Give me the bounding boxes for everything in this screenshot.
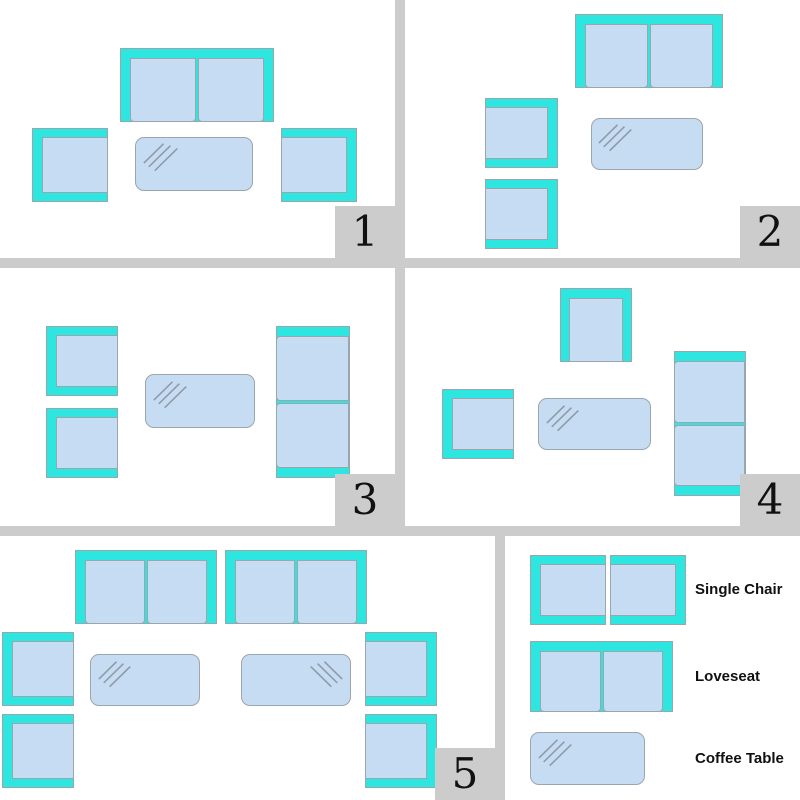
loveseat[interactable] xyxy=(75,550,217,624)
glass-glint-icon xyxy=(546,405,579,432)
chair-cushion xyxy=(42,137,108,193)
coffee-table[interactable] xyxy=(591,118,703,170)
loveseat[interactable] xyxy=(120,48,274,122)
legend-row-loveseat: Loveseat xyxy=(505,636,800,716)
single-chair[interactable] xyxy=(485,98,558,168)
single-chair[interactable] xyxy=(46,408,118,478)
loveseat-cushion xyxy=(674,424,745,486)
panel-number-badge: 1 xyxy=(335,206,395,258)
glass-glint-icon xyxy=(310,661,343,688)
legend-row-single-chair: Single Chair xyxy=(505,536,800,625)
panel-number-badge: 3 xyxy=(335,474,395,526)
panel-number-badge: 4 xyxy=(740,474,800,526)
chair-cushion xyxy=(365,641,427,697)
legend-label-coffee-table: Coffee Table xyxy=(695,750,784,767)
loveseat[interactable] xyxy=(276,326,350,478)
coffee-table[interactable] xyxy=(135,137,253,191)
chair-cushion xyxy=(12,723,74,779)
loveseat-cushion xyxy=(235,560,295,624)
loveseat-cushion xyxy=(198,58,264,122)
loveseat-cushion xyxy=(585,24,648,88)
coffee-table[interactable] xyxy=(538,398,651,450)
glass-glint-icon xyxy=(538,739,572,767)
glass-glint-icon xyxy=(153,381,187,409)
single-chair[interactable] xyxy=(46,326,118,396)
glass-glint-icon xyxy=(98,661,131,688)
loveseat-cushion xyxy=(85,560,145,624)
single-chair[interactable] xyxy=(281,128,357,202)
loveseat-cushion xyxy=(650,24,713,88)
chair-cushion xyxy=(12,641,74,697)
loveseat[interactable] xyxy=(575,14,723,88)
glass-glint-icon xyxy=(598,124,632,152)
coffee-table[interactable] xyxy=(90,654,200,706)
panel-3: 3 xyxy=(0,268,395,526)
loveseat-cushion xyxy=(147,560,207,624)
loveseat[interactable] xyxy=(674,351,746,496)
legend-panel: Single Chair Loveseat Coffee Table xyxy=(505,536,800,800)
loveseat-cushion xyxy=(297,560,357,624)
chair-cushion xyxy=(281,137,347,193)
single-chair[interactable] xyxy=(530,555,606,625)
single-chair[interactable] xyxy=(365,714,437,788)
single-chair[interactable] xyxy=(560,288,632,362)
loveseat-cushion xyxy=(540,651,601,712)
panel-4: 4 xyxy=(405,268,800,526)
single-chair[interactable] xyxy=(485,179,558,249)
single-chair[interactable] xyxy=(442,389,514,459)
single-chair[interactable] xyxy=(2,632,74,706)
loveseat[interactable] xyxy=(530,641,673,712)
chair-cushion xyxy=(365,723,427,779)
chair-cushion xyxy=(56,335,118,387)
legend-label-loveseat: Loveseat xyxy=(695,668,761,685)
coffee-table[interactable] xyxy=(530,732,645,785)
panel-1: 1 xyxy=(0,0,395,258)
single-chair[interactable] xyxy=(365,632,437,706)
single-chair[interactable] xyxy=(610,555,686,625)
coffee-table[interactable] xyxy=(145,374,255,428)
single-chair[interactable] xyxy=(2,714,74,788)
panel-5: 5 xyxy=(0,536,495,800)
single-chair[interactable] xyxy=(32,128,108,202)
legend-row-coffee-table: Coffee Table xyxy=(505,726,800,800)
loveseat-cushion xyxy=(276,336,349,401)
chair-cushion xyxy=(485,107,548,159)
panel-number-badge: 5 xyxy=(435,748,495,800)
chair-cushion xyxy=(452,398,514,450)
loveseat[interactable] xyxy=(225,550,367,624)
panel-2: 2 xyxy=(405,0,800,258)
chair-cushion xyxy=(540,564,606,616)
loveseat-cushion xyxy=(276,403,349,468)
chair-cushion xyxy=(56,417,118,469)
legend-label-single-chair: Single Chair xyxy=(695,581,783,598)
chair-cushion xyxy=(485,188,548,240)
chair-cushion xyxy=(610,564,676,616)
loveseat-cushion xyxy=(602,651,663,712)
loveseat-cushion xyxy=(674,361,745,423)
panel-number-badge: 2 xyxy=(740,206,800,258)
chair-cushion xyxy=(569,298,623,362)
loveseat-cushion xyxy=(130,58,196,122)
glass-glint-icon xyxy=(143,143,178,172)
coffee-table[interactable] xyxy=(241,654,351,706)
